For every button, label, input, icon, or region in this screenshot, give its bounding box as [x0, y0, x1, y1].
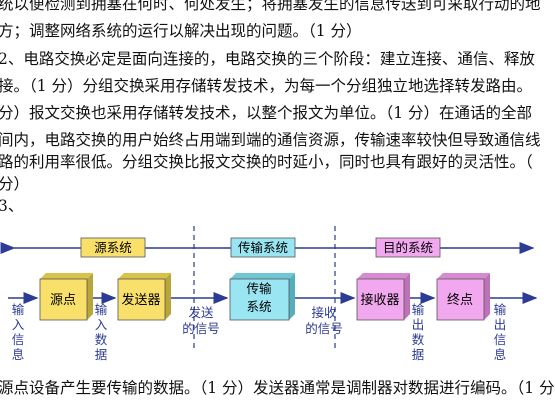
box-transmitter: 发送器 [117, 273, 171, 321]
svg-text:入: 入 [12, 317, 25, 332]
text-line-8: 分） [0, 175, 30, 193]
svg-text:据: 据 [412, 347, 425, 362]
text-line-4: 接。（1 分）分组交换采用存储转发技术，为每一个分组独立地选择转发路由。 [0, 77, 533, 95]
svg-text:发送: 发送 [188, 305, 214, 320]
svg-text:输: 输 [412, 302, 425, 317]
text-line-9: 3、 [0, 197, 24, 215]
svg-text:输: 输 [95, 302, 108, 317]
text-line-3: 2、电路交换必定是面向连接的，电路交换的三个阶段：建立连接、通信、释放 [0, 50, 535, 68]
svg-text:的信号: 的信号 [182, 321, 220, 336]
text-line-7: 路的利用率很低。分组交换比报文交换的时延小，同时也具有跟好的灵活性。（ [0, 153, 533, 171]
box-destination: 终点 [436, 273, 490, 321]
section-transmission: 传输系统 [238, 240, 288, 255]
svg-text:数: 数 [412, 332, 425, 347]
svg-text:系统: 系统 [246, 299, 271, 314]
svg-text:传输: 传输 [246, 281, 272, 296]
svg-text:接收: 接收 [311, 305, 337, 320]
svg-text:接收器: 接收器 [360, 292, 399, 308]
svg-text:的信号: 的信号 [305, 321, 343, 336]
svg-text:信: 信 [12, 332, 25, 347]
section-destination: 目的系统 [383, 240, 433, 255]
svg-text:出: 出 [412, 317, 425, 332]
section-source: 源系统 [94, 240, 132, 255]
svg-text:输: 输 [12, 302, 25, 317]
text-line-5: 分）报文交换也采用存储转发技术，以整个报文为单位。（1 分）在通话的全部 [0, 104, 533, 122]
svg-text:终点: 终点 [447, 292, 473, 308]
svg-text:源点: 源点 [50, 293, 76, 308]
svg-text:输: 输 [494, 302, 507, 317]
svg-text:信: 信 [494, 332, 507, 347]
text-line-6: 间内，电路交换的用户始终占用端到端的通信资源，传输速率较快但导致通信线 [0, 131, 541, 149]
box-receiver: 接收器 [356, 273, 410, 321]
svg-text:入: 入 [95, 317, 108, 332]
svg-text:据: 据 [95, 347, 108, 362]
data-communication-diagram: 源系统 传输系统 目的系统 源点 发送器 传输 系统 接收器 [0, 222, 541, 372]
svg-text:息: 息 [12, 347, 25, 362]
text-line-1: 统以便检测到拥塞在何时、何处发生；将拥塞发生的信息传送到可采取行动的地 [0, 0, 541, 13]
svg-text:息: 息 [494, 347, 507, 362]
box-transmission-system: 传输 系统 [229, 273, 295, 321]
svg-text:出: 出 [494, 317, 507, 332]
svg-text:数: 数 [95, 332, 108, 347]
text-line-bottom: 源点设备产生要传输的数据。（1 分）发送器通常是调制器对数据进行编码。（1 分 [0, 379, 555, 397]
text-line-2: 方；调整网络系统的运行以解决出现的问题。（1 分） [0, 22, 362, 40]
box-source: 源点 [39, 273, 93, 321]
svg-text:发送器: 发送器 [121, 292, 160, 308]
